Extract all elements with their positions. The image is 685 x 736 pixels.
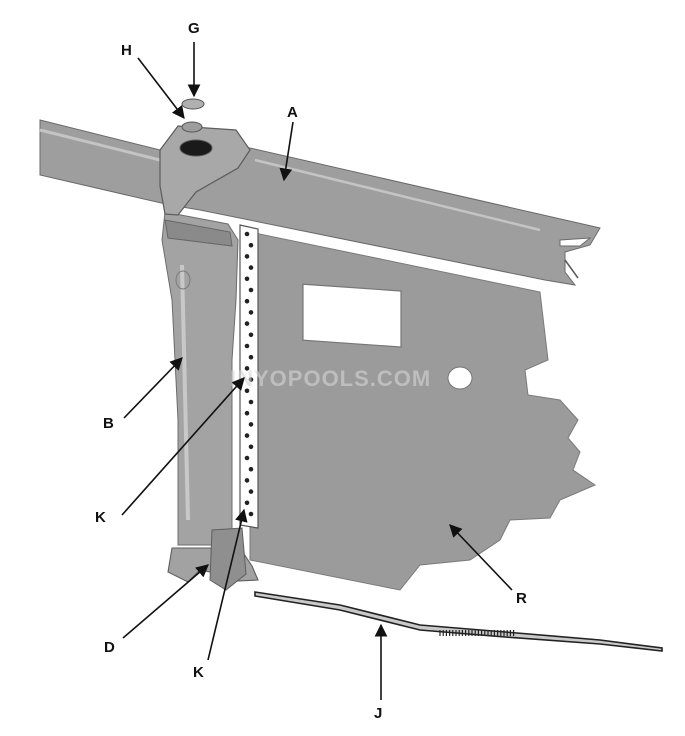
bolt-hole bbox=[244, 433, 250, 438]
return-fitting-hole bbox=[447, 366, 473, 390]
bolt-hole bbox=[248, 377, 254, 382]
callout-g: G bbox=[188, 20, 200, 37]
bottom-track bbox=[254, 591, 663, 652]
bolt-holes bbox=[244, 231, 254, 517]
bolt-hole bbox=[248, 489, 254, 494]
leader-h bbox=[137, 57, 185, 120]
cap-hole bbox=[179, 139, 213, 157]
bolt-hole bbox=[244, 298, 250, 304]
bolt-hole bbox=[244, 410, 250, 416]
bolt-hole bbox=[248, 422, 254, 427]
bolt-hole bbox=[248, 444, 254, 450]
skimmer-opening bbox=[302, 283, 402, 348]
bolt-hole bbox=[248, 399, 254, 405]
bolt-hole bbox=[248, 354, 254, 360]
track-teeth bbox=[439, 630, 515, 636]
callout-j: J bbox=[374, 705, 382, 722]
bolt-hole bbox=[244, 366, 250, 371]
washer bbox=[181, 121, 203, 133]
bottom-plate bbox=[167, 527, 259, 591]
bolt-strip bbox=[239, 224, 259, 529]
callout-b: B bbox=[103, 415, 114, 432]
bolt-hole bbox=[248, 332, 254, 338]
leader-r bbox=[449, 524, 513, 591]
bolt-hole bbox=[244, 321, 250, 326]
bolt-hole bbox=[244, 478, 250, 483]
bolt-hole bbox=[244, 455, 250, 461]
leader-d bbox=[122, 564, 209, 639]
bolt-hole bbox=[248, 466, 254, 472]
callout-d: D bbox=[104, 639, 115, 656]
callout-k-lower: K bbox=[193, 664, 204, 681]
bolt-hole bbox=[248, 265, 254, 270]
screw-head bbox=[181, 98, 205, 110]
callout-r: R bbox=[516, 590, 527, 607]
bolt-hole bbox=[244, 276, 250, 282]
leader-k-lower bbox=[207, 508, 248, 661]
callout-a: A bbox=[287, 104, 298, 121]
callout-k-upper: K bbox=[95, 509, 106, 526]
leader-a bbox=[279, 121, 294, 182]
bolt-hole bbox=[244, 254, 250, 259]
bolt-hole bbox=[244, 500, 250, 506]
wall-panel bbox=[249, 231, 597, 591]
watermark-text: INYOPOOLS.COM bbox=[230, 366, 431, 391]
bolt-hole bbox=[248, 242, 254, 248]
bolt-hole bbox=[248, 310, 254, 315]
screw-and-washer bbox=[181, 98, 205, 133]
bolt-hole bbox=[248, 511, 254, 517]
leader-b bbox=[123, 357, 183, 419]
bolt-hole bbox=[248, 287, 254, 293]
leader-k-upper bbox=[121, 377, 245, 516]
upright-post bbox=[161, 211, 239, 546]
callout-h: H bbox=[121, 42, 132, 59]
top-cap-connector bbox=[159, 125, 251, 216]
bolt-hole bbox=[244, 343, 250, 349]
bolt-hole bbox=[244, 388, 250, 394]
bolt-hole bbox=[244, 231, 250, 237]
